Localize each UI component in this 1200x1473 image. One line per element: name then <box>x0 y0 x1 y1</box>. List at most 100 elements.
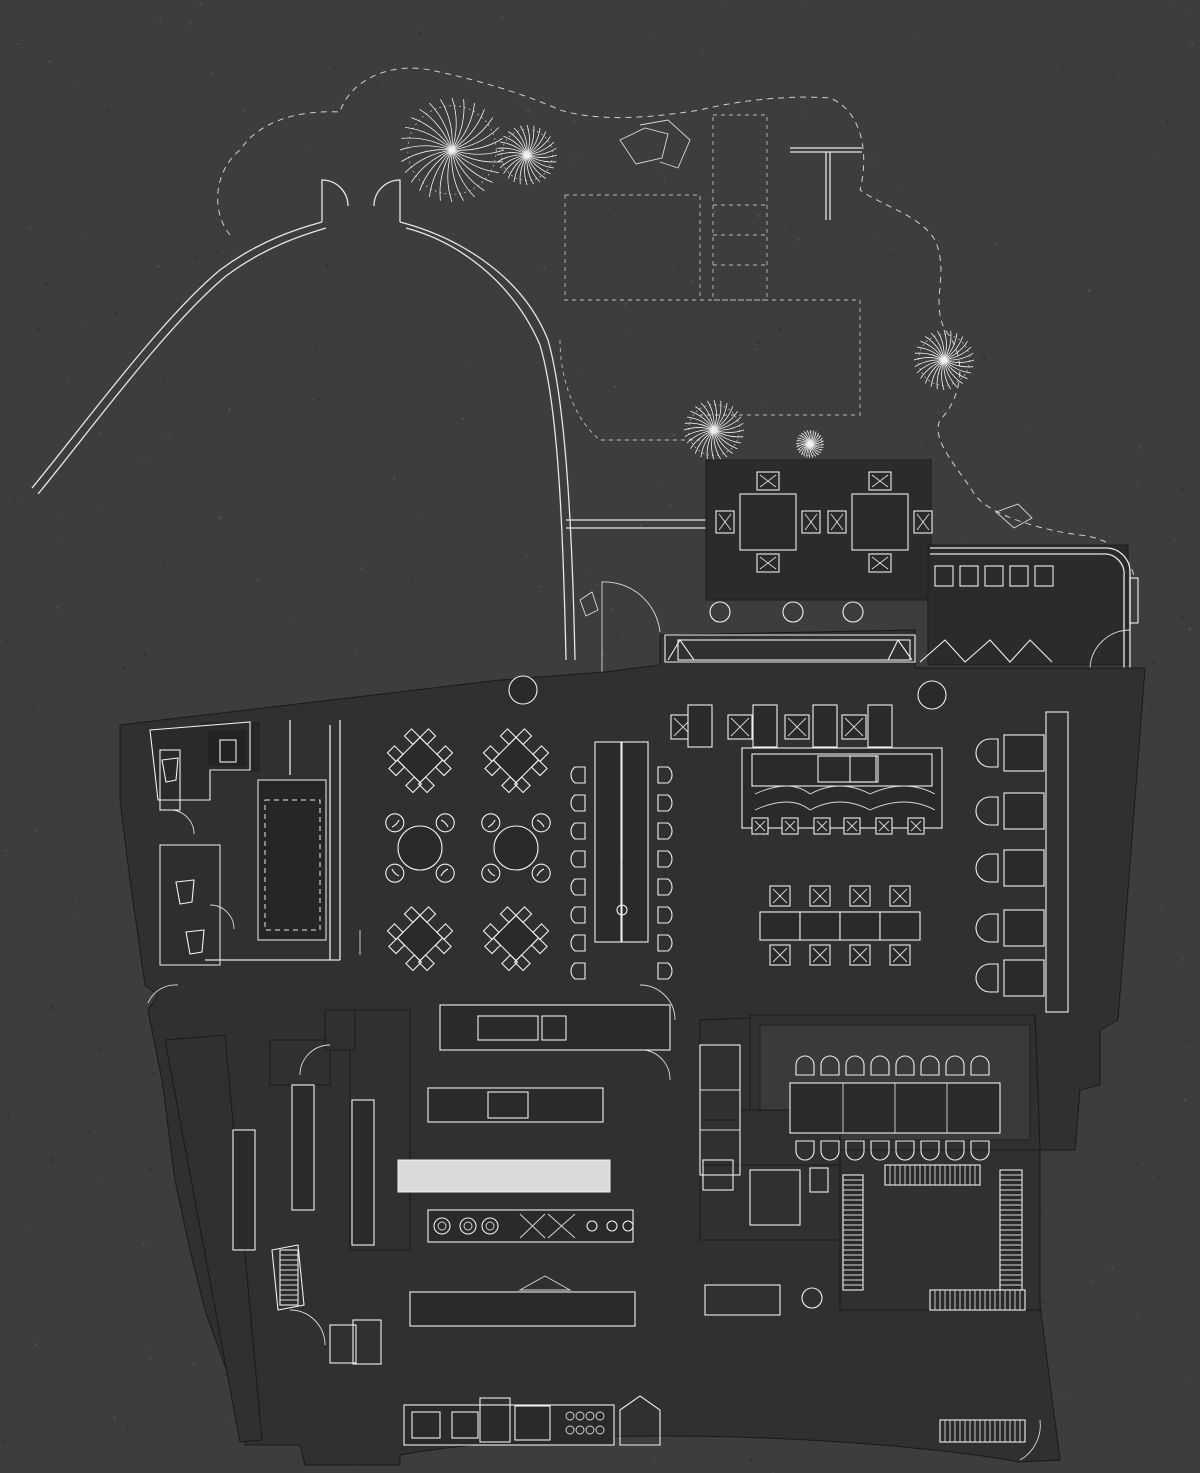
storage-racks <box>279 1164 1026 1443</box>
tree <box>496 124 558 186</box>
communal-stool <box>657 794 673 812</box>
burner <box>585 1425 595 1435</box>
communal-stool <box>570 850 586 868</box>
island-stool <box>907 817 925 835</box>
bench-tables <box>759 885 921 966</box>
appliance <box>411 1411 441 1439</box>
pass-counter <box>439 1004 671 1051</box>
communal-stool <box>570 878 586 896</box>
communal-stool <box>570 766 586 784</box>
island-stool <box>875 817 893 835</box>
range-burners <box>433 1213 634 1239</box>
private-chair <box>870 1140 890 1161</box>
booth-stool <box>975 853 999 883</box>
curved-boundary-wall <box>31 179 706 672</box>
dining-table-4top <box>386 906 454 972</box>
dining-table-4top <box>482 728 550 794</box>
booth-stool <box>975 738 999 768</box>
counter-stool <box>782 601 804 623</box>
garden-path-outline <box>217 67 1136 581</box>
outdoor-bar-slab <box>927 544 1129 666</box>
interior-walls <box>149 720 361 966</box>
private-chair <box>895 1055 915 1076</box>
burner <box>575 1411 585 1421</box>
appliance <box>619 1395 661 1446</box>
burner <box>565 1411 575 1421</box>
communal-stool <box>570 906 586 924</box>
heated-pass <box>397 1159 611 1193</box>
burner <box>481 1217 499 1235</box>
bench-stool <box>849 885 871 907</box>
communal-stool <box>657 934 673 952</box>
private-chair <box>820 1140 840 1161</box>
bench-stool <box>889 885 911 907</box>
communal-stool <box>570 962 586 980</box>
window-bar-seats <box>670 704 893 748</box>
window-table <box>752 704 778 748</box>
wall-booths <box>975 711 1069 1013</box>
burner <box>595 1411 605 1421</box>
bar-stool <box>1034 565 1054 587</box>
terrace <box>705 459 1139 669</box>
garden-path-inner <box>565 194 861 416</box>
window-seat <box>841 714 867 740</box>
private-chair <box>895 1140 915 1161</box>
dining-table-round <box>385 813 455 883</box>
garden-path-loop <box>559 339 700 441</box>
prep-line-2 <box>409 1291 636 1327</box>
storage-rack <box>279 1249 299 1306</box>
tree <box>913 329 975 391</box>
island-stool <box>843 817 861 835</box>
tree <box>683 399 745 461</box>
booth-table <box>1003 959 1045 997</box>
bar-stool <box>959 565 979 587</box>
bench-table <box>879 911 921 941</box>
dining-table-4top <box>482 906 550 972</box>
bench-stool <box>809 944 831 966</box>
garden-bench <box>790 147 862 220</box>
burner <box>433 1217 451 1235</box>
private-chair <box>845 1055 865 1076</box>
island-stool <box>781 817 799 835</box>
booth-stool <box>975 963 999 993</box>
burner <box>622 1220 634 1232</box>
burner <box>606 1220 618 1232</box>
side-line <box>351 1099 375 1246</box>
terrace-chair <box>827 510 847 534</box>
booth-table <box>1003 734 1045 772</box>
prep-counter <box>427 1087 604 1123</box>
window-table <box>812 704 838 748</box>
dining-table-4top <box>386 728 454 794</box>
booth-table <box>1003 792 1045 830</box>
booth-table <box>1003 849 1045 887</box>
private-chair <box>820 1055 840 1076</box>
communal-stool <box>657 962 673 980</box>
burner <box>586 1220 598 1232</box>
terrace-chair <box>756 553 780 573</box>
storage-room <box>257 779 327 941</box>
private-chair <box>795 1140 815 1161</box>
communal-table-top <box>621 741 649 943</box>
counter-stool <box>842 601 864 623</box>
walk-in-doors <box>699 1044 741 1176</box>
terrace-table <box>827 471 933 573</box>
kitchen-equipment <box>232 1004 1026 1446</box>
terrace-chair <box>913 510 933 534</box>
bench-table <box>759 911 801 941</box>
storage-rack <box>939 1419 1026 1443</box>
appliance <box>479 1397 511 1443</box>
counter-top <box>677 639 911 661</box>
private-chair <box>795 1055 815 1076</box>
dining-tables <box>385 728 551 972</box>
storage-rack <box>842 1174 864 1291</box>
storage-rack <box>999 1169 1023 1291</box>
bar-stool <box>984 565 1004 587</box>
bar-stool <box>934 565 954 587</box>
terrace-chair <box>801 510 821 534</box>
window-counter <box>508 601 947 748</box>
tree <box>795 429 825 459</box>
window-table <box>867 704 893 748</box>
booth-table <box>1003 909 1045 947</box>
